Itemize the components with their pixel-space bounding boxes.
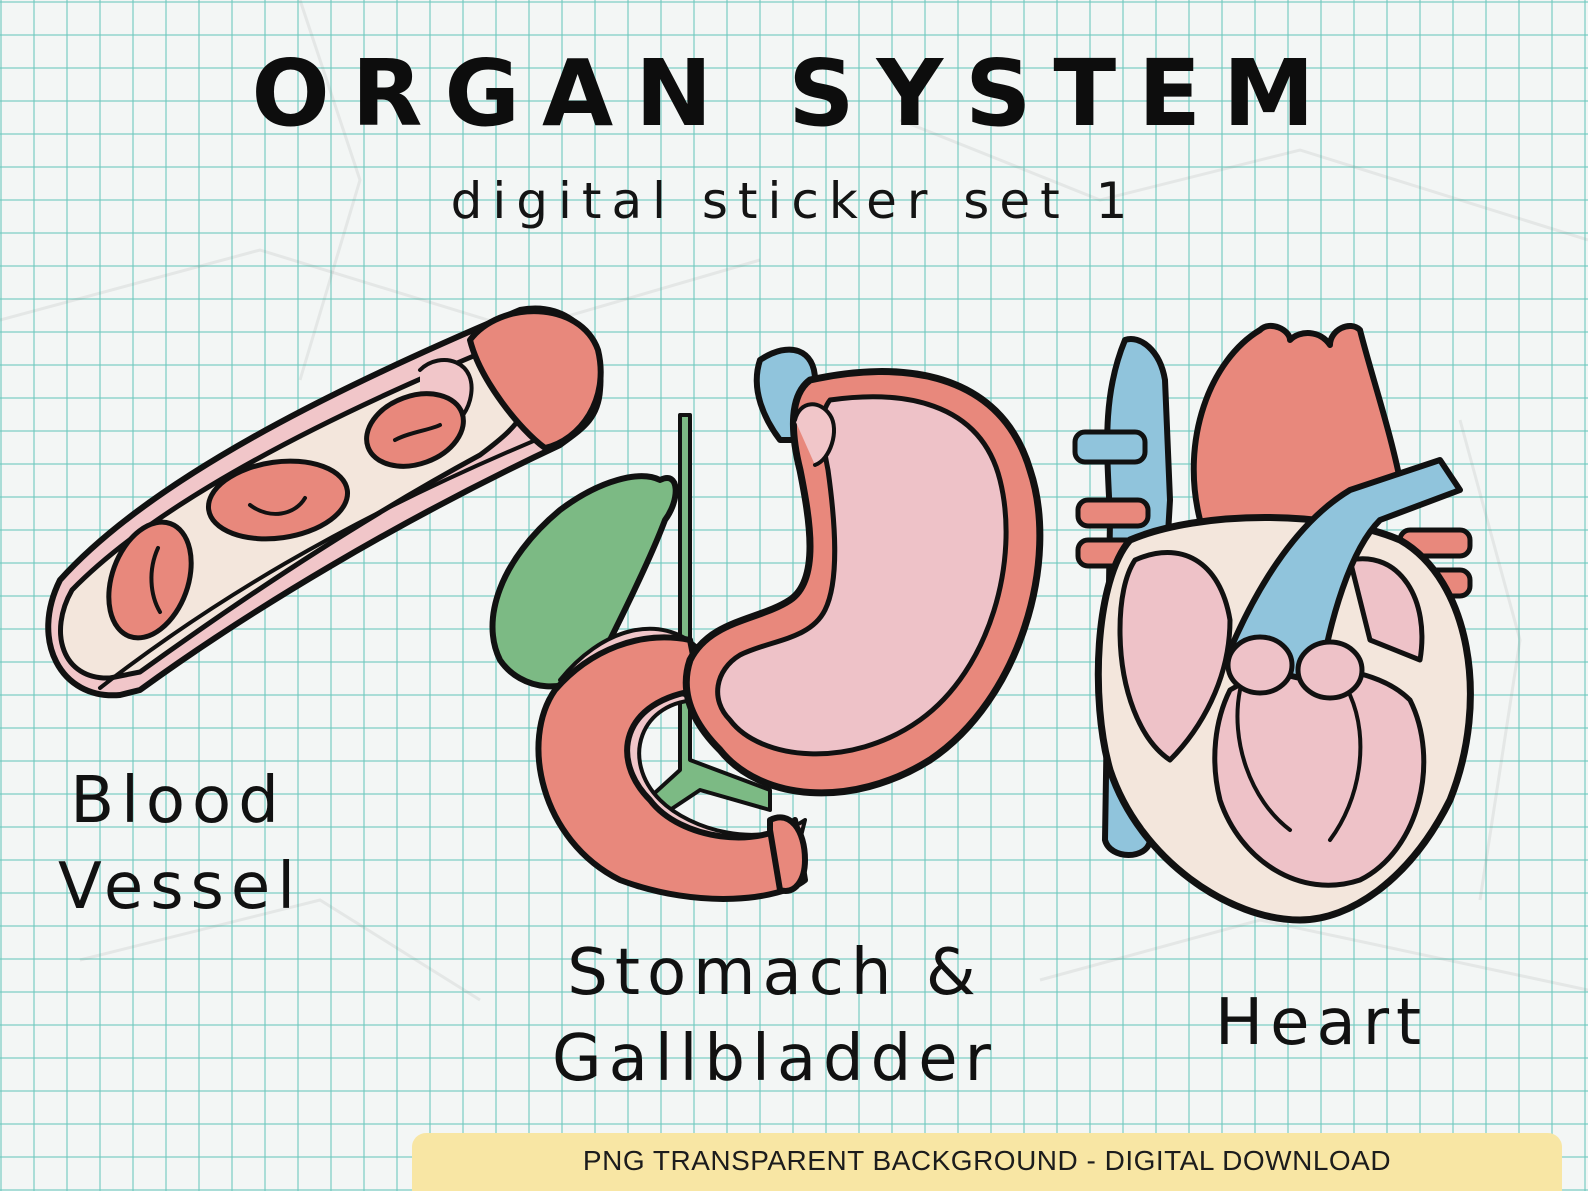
blood-vessel-label-line-1: Blood — [70, 764, 286, 838]
heart-label: Heart — [1215, 980, 1428, 1066]
stomach-label-line-1: Stomach & — [567, 936, 983, 1010]
page-title: ORGAN SYSTEM — [251, 40, 1337, 147]
blood-vessel-label: Blood Vessel — [58, 758, 298, 931]
heart-label-line-1: Heart — [1215, 986, 1429, 1060]
download-banner: PNG TRANSPARENT BACKGROUND - DIGITAL DOW… — [412, 1133, 1562, 1191]
stomach-label-line-2: Gallbladder — [552, 1022, 998, 1097]
blood-vessel-icon — [45, 305, 604, 699]
stomach-gallbladder-label: Stomach & Gallbladder — [530, 930, 1020, 1103]
page-subtitle: digital sticker set 1 — [450, 172, 1138, 230]
blood-vessel-label-line-2: Vessel — [58, 850, 303, 925]
heart-icon — [1072, 322, 1474, 924]
stomach-gallbladder-icon — [489, 346, 1044, 902]
banner-text: PNG TRANSPARENT BACKGROUND - DIGITAL DOW… — [582, 1145, 1392, 1176]
